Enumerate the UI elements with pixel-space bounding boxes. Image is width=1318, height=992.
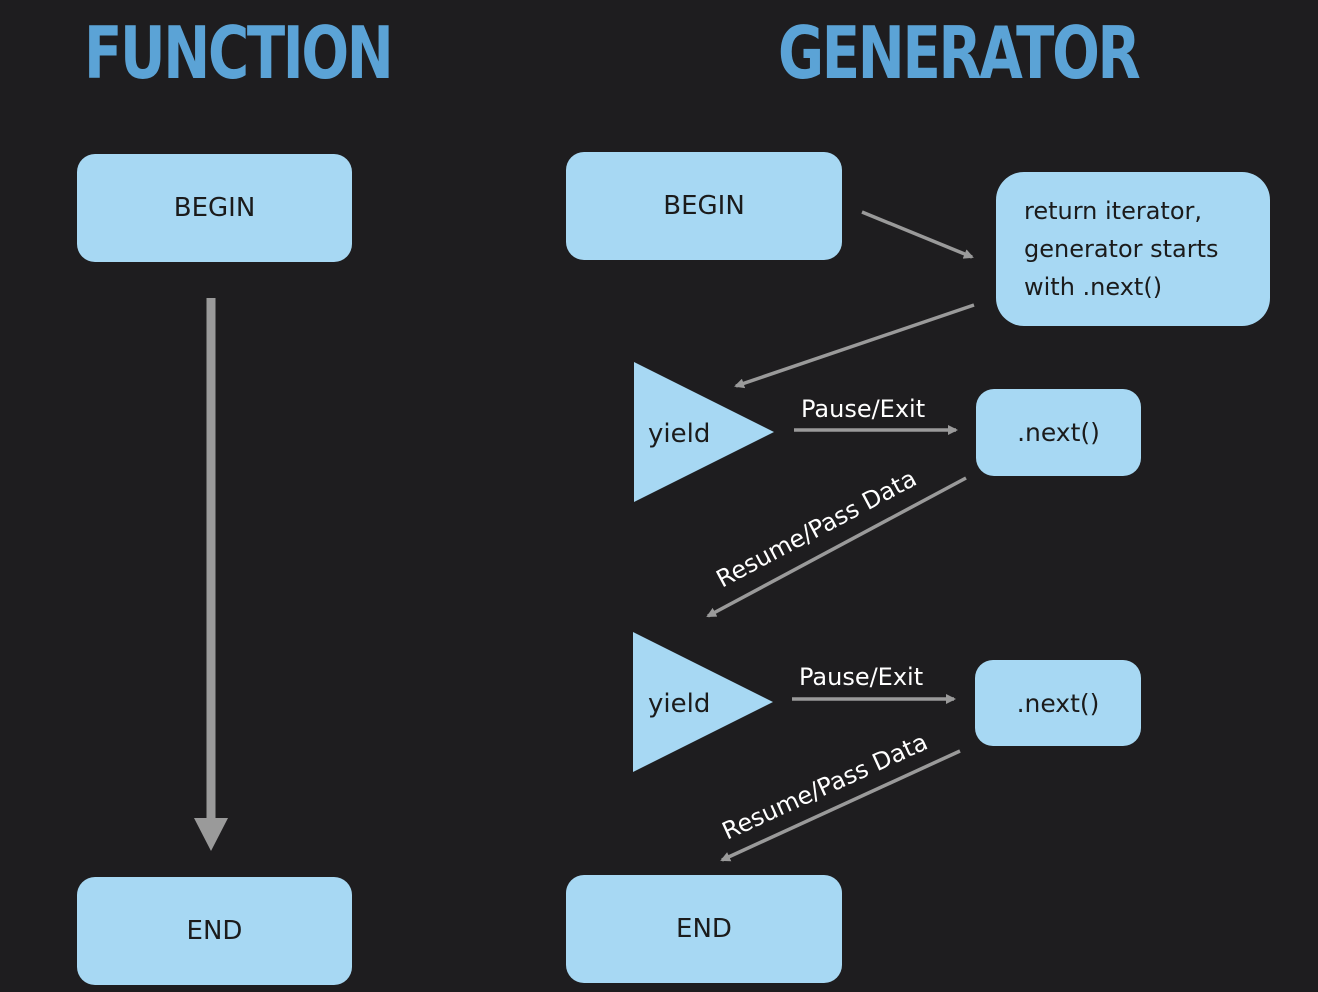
- resume-arrow-1: [706, 476, 967, 618]
- next-box-2: .next(): [975, 660, 1141, 746]
- yield-label-2: yield: [648, 689, 710, 719]
- begin-to-note-arrow: [861, 210, 974, 259]
- iterator-note-line: return iterator,: [1024, 197, 1203, 225]
- function-begin-box: BEGIN: [77, 154, 352, 262]
- generator-begin-box: BEGIN: [566, 152, 842, 260]
- generator-end-label: END: [676, 914, 732, 944]
- note-to-yield-arrow: [734, 303, 975, 389]
- resume-arrow-2: [720, 749, 961, 862]
- yield-triangle-1: [634, 362, 774, 502]
- next-label-1: .next(): [1017, 418, 1100, 447]
- resume-label-1: Resume/Pass Data: [712, 464, 921, 593]
- function-flow-arrowhead: [194, 818, 228, 851]
- iterator-note-line: generator starts: [1024, 235, 1219, 263]
- function-title: FUNCTION: [84, 11, 394, 95]
- next-box-1: .next(): [976, 389, 1141, 476]
- pause-exit-label-2: Pause/Exit: [799, 663, 923, 691]
- function-begin-label: BEGIN: [173, 193, 256, 223]
- generator-end-box: END: [566, 875, 842, 983]
- iterator-note-box: return iterator, generator starts with .…: [996, 172, 1270, 326]
- yield-triangle-2: [633, 632, 773, 772]
- resume-label-2: Resume/Pass Data: [718, 728, 932, 846]
- iterator-note-line: with .next(): [1024, 273, 1163, 301]
- pause-exit-label-1: Pause/Exit: [801, 395, 925, 423]
- next-label-2: .next(): [1016, 688, 1100, 718]
- yield-label-1: yield: [648, 419, 710, 449]
- generator-title: GENERATOR: [778, 11, 1141, 95]
- iterator-note-text: return iterator, generator starts with .…: [1024, 192, 1219, 306]
- function-end-box: END: [77, 877, 352, 985]
- function-end-label: END: [186, 916, 243, 946]
- generator-begin-label: BEGIN: [663, 191, 745, 221]
